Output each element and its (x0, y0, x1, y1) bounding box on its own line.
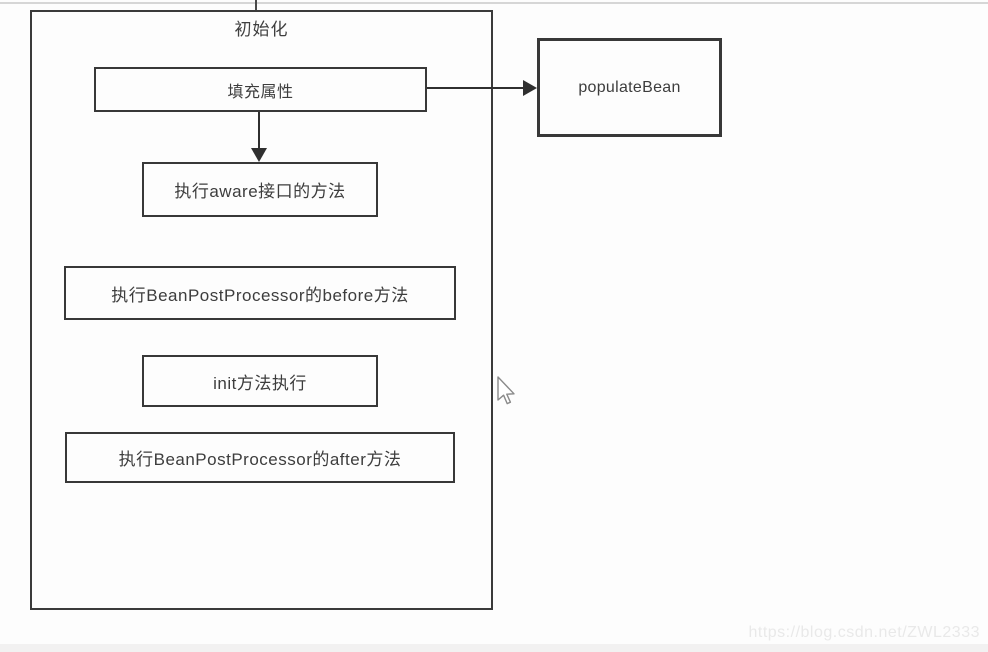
node-beanpostprocessor-after: 执行BeanPostProcessor的after方法 (65, 432, 455, 483)
node-beanpostprocessor-after-label: 执行BeanPostProcessor的after方法 (118, 450, 402, 469)
node-fill-properties: 填充属性 (94, 67, 427, 112)
top-tick-mark (255, 0, 257, 10)
initialization-container-label: 初始化 (234, 20, 289, 39)
node-beanpostprocessor-before: 执行BeanPostProcessor的before方法 (64, 266, 456, 320)
node-populate-bean: populateBean (537, 38, 722, 137)
watermark-text: https://blog.csdn.net/ZWL2333 (748, 624, 980, 641)
mouse-cursor-icon (497, 376, 515, 405)
node-aware-methods: 执行aware接口的方法 (142, 162, 378, 217)
arrow-to-populatebean-line (427, 87, 525, 89)
arrow-to-aware-line (258, 112, 260, 150)
node-populate-bean-label: populateBean (578, 78, 681, 96)
arrow-right-icon (523, 80, 537, 96)
bottom-strip (0, 644, 988, 652)
node-fill-properties-label: 填充属性 (227, 83, 294, 101)
node-beanpostprocessor-before-label: 执行BeanPostProcessor的before方法 (111, 285, 409, 305)
top-divider-line (0, 2, 988, 4)
arrow-down-icon (251, 148, 267, 162)
node-init-method: init方法执行 (142, 355, 378, 407)
node-aware-methods-label: 执行aware接口的方法 (174, 182, 346, 201)
node-init-method-label: init方法执行 (213, 373, 307, 393)
initialization-container-box: 初始化 (30, 10, 493, 610)
